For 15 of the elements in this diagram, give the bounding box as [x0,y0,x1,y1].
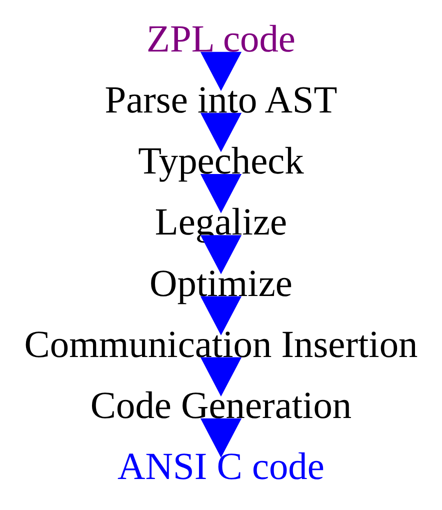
arrow [200,356,242,396]
node-text: Legalize [154,201,288,244]
node-text: Communication Insertion [24,323,418,366]
node-text: ZPL code [146,18,296,60]
arrow [200,174,242,213]
arrow [200,51,242,91]
node-text: Optimize [150,262,292,304]
arrow [200,234,242,274]
node-text: Typecheck [138,140,304,182]
arrow [200,296,242,335]
node-text: Code Generation [90,384,352,427]
arrow [200,112,242,152]
node-text: ANSI C code [118,446,324,488]
arrow [200,418,242,458]
node-text: Parse into AST [104,79,338,122]
